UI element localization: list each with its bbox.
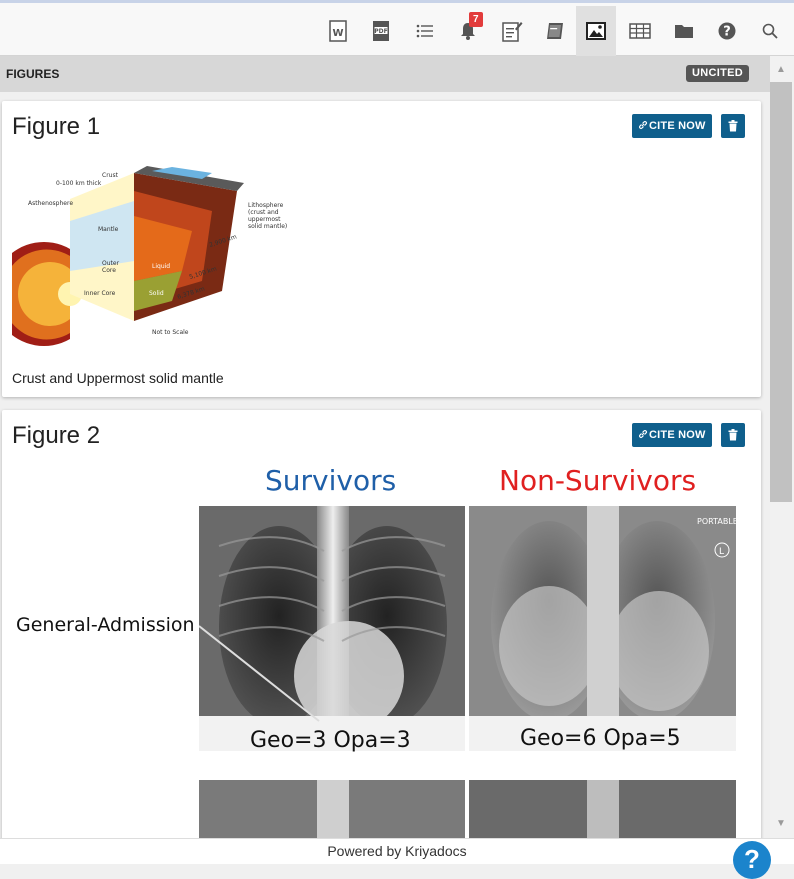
crust-label: Crust xyxy=(102,172,119,179)
non-survivor-score-label: Geo=6 Opa=5 xyxy=(520,726,681,751)
figure-caption: Crust and Uppermost solid mantle xyxy=(12,370,224,386)
lithosphere-label-3: uppermost xyxy=(248,216,281,223)
portable-marker: PORTABLE xyxy=(697,517,736,526)
survivors-column-label: Survivors xyxy=(265,464,397,497)
row-label: General-Admission xyxy=(16,614,195,636)
asthenosphere-label: Asthenosphere xyxy=(28,200,73,207)
pdf-export-icon[interactable]: PDF xyxy=(361,6,401,56)
solid-label: Solid xyxy=(149,290,164,297)
inner-core-label: Inner Core xyxy=(84,290,116,297)
lithosphere-label-4: solid mantle) xyxy=(248,223,287,230)
figure-card-1[interactable]: Figure 1 CITE NOW Crust 0-100 km thick A… xyxy=(2,101,761,397)
folder-icon[interactable] xyxy=(664,6,704,56)
uncited-filter-badge[interactable]: UNCITED xyxy=(686,65,749,82)
notification-count-badge: 7 xyxy=(469,12,483,27)
top-toolbar: W PDF 7 ? xyxy=(0,0,794,56)
mantle-label: Mantle xyxy=(98,226,119,233)
crust-thickness-label: 0-100 km thick xyxy=(56,180,102,187)
link-icon xyxy=(638,120,648,133)
powered-by-text: Powered by Kriyadocs xyxy=(327,843,467,859)
survivor-score-label: Geo=3 Opa=3 xyxy=(250,728,411,753)
outer-core-label: Outer xyxy=(102,260,120,267)
figure-card-2[interactable]: Figure 2 CITE NOW Survivors Non-Survivor… xyxy=(2,410,761,850)
figures-icon[interactable] xyxy=(576,6,616,56)
xray-non-survivor-image: PORTABLE L xyxy=(469,506,736,751)
book-icon[interactable] xyxy=(535,6,575,56)
outer-core-label-2: Core xyxy=(102,267,116,274)
cite-now-label: CITE NOW xyxy=(649,120,706,132)
lithosphere-label-2: (crust and xyxy=(248,209,279,216)
svg-text:W: W xyxy=(332,28,343,39)
non-survivors-column-label: Non-Survivors xyxy=(499,464,697,497)
scroll-down-arrow-icon[interactable]: ▼ xyxy=(776,818,786,829)
figures-section-header: FIGURES UNCITED xyxy=(0,56,770,92)
trash-icon xyxy=(728,429,738,441)
liquid-label: Liquid xyxy=(152,263,170,270)
vertical-scrollbar[interactable]: ▲ ▼ xyxy=(770,56,794,838)
word-export-icon[interactable]: W xyxy=(318,6,358,56)
help-icon[interactable]: ? xyxy=(707,6,747,56)
footer: Powered by Kriyadocs xyxy=(0,838,794,864)
edit-note-icon[interactable] xyxy=(492,6,532,56)
cite-now-button[interactable]: CITE NOW xyxy=(632,114,712,138)
tables-icon[interactable] xyxy=(620,6,660,56)
help-chat-bubble-icon[interactable]: ? xyxy=(733,841,771,879)
link-icon xyxy=(638,429,648,442)
trash-icon xyxy=(728,120,738,132)
scale-note-label: Not to Scale xyxy=(152,329,189,336)
delete-figure-button[interactable] xyxy=(721,423,745,447)
section-title: FIGURES xyxy=(6,67,60,81)
scroll-thumb[interactable] xyxy=(770,82,792,502)
svg-text:PDF: PDF xyxy=(374,28,387,35)
notification-bell-icon[interactable]: 7 xyxy=(448,6,488,56)
search-icon[interactable] xyxy=(750,6,790,56)
outline-list-icon[interactable] xyxy=(405,6,445,56)
side-marker: L xyxy=(719,547,724,557)
xray-survivor-image xyxy=(199,506,465,751)
figure-title: Figure 1 xyxy=(12,113,101,140)
lithosphere-label: Lithosphere xyxy=(248,202,284,209)
delete-figure-button[interactable] xyxy=(721,114,745,138)
svg-text:?: ? xyxy=(723,25,731,40)
cite-now-button[interactable]: CITE NOW xyxy=(632,423,712,447)
figure-title: Figure 2 xyxy=(12,422,101,449)
scroll-up-arrow-icon[interactable]: ▲ xyxy=(776,64,786,75)
cite-now-label: CITE NOW xyxy=(649,429,706,441)
figure-1-image: Crust 0-100 km thick Asthenosphere Mantl… xyxy=(12,166,287,346)
